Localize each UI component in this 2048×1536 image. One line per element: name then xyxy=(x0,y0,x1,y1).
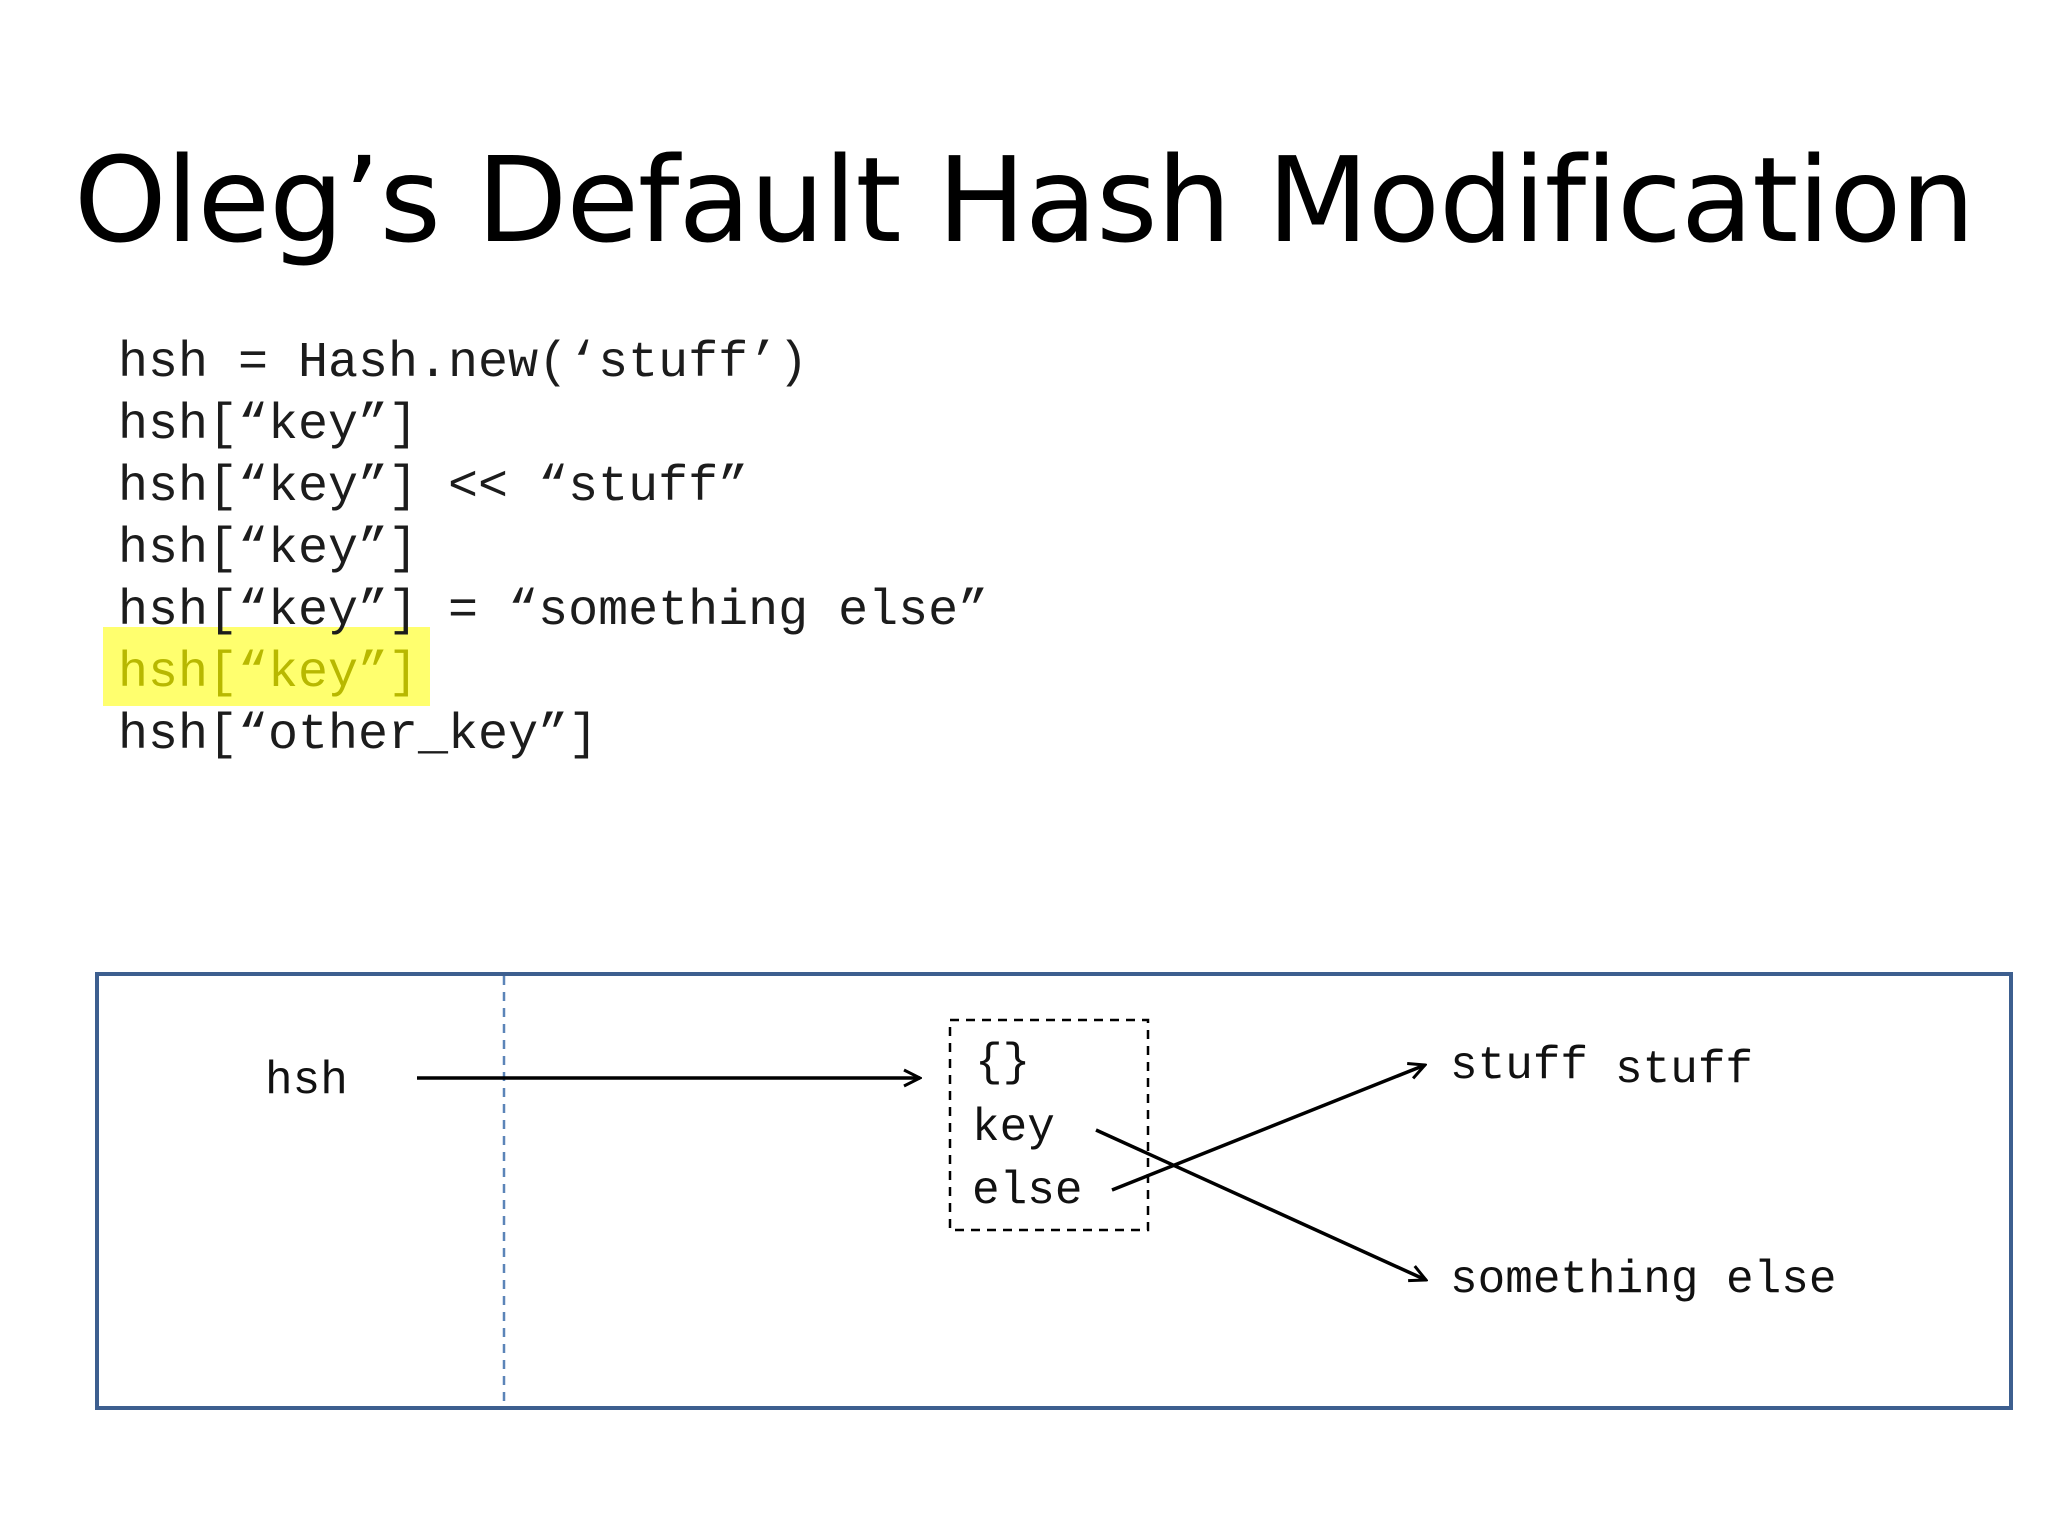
key-to-something-else-arrow xyxy=(1095,1128,1426,1280)
value-something-else: something else xyxy=(1450,1254,1836,1306)
code-line-1: hsh = Hash.new(‘stuff’) xyxy=(118,335,809,392)
code-line-7: hsh[“other_key”] xyxy=(118,707,599,764)
code-line-6-highlighted: hsh[“key”] xyxy=(118,645,419,702)
variable-label-hsh: hsh xyxy=(265,1055,348,1107)
code-line-3: hsh[“key”] << “stuff” xyxy=(118,459,749,516)
hash-object-box xyxy=(948,1018,1150,1232)
page-title: Oleg’s Default Hash Modification xyxy=(73,131,1975,269)
else-to-stuff-arrow xyxy=(1111,1065,1425,1192)
diagram-frame xyxy=(95,972,2013,1410)
hash-entry-else: else xyxy=(972,1165,1082,1217)
value-stuff-appended: stuff xyxy=(1615,1044,1753,1096)
hash-object-header: {} xyxy=(975,1037,1030,1089)
line-highlight xyxy=(103,627,430,706)
hash-entry-key: key xyxy=(972,1102,1055,1154)
code-line-4: hsh[“key”] xyxy=(118,521,419,578)
code-line-2: hsh[“key”] xyxy=(118,397,419,454)
value-stuff: stuff xyxy=(1450,1040,1588,1092)
code-line-5: hsh[“key”] = “something else” xyxy=(118,583,989,640)
code-block: hsh = Hash.new(‘stuff’) hsh[“key”] hsh[“… xyxy=(118,333,988,767)
